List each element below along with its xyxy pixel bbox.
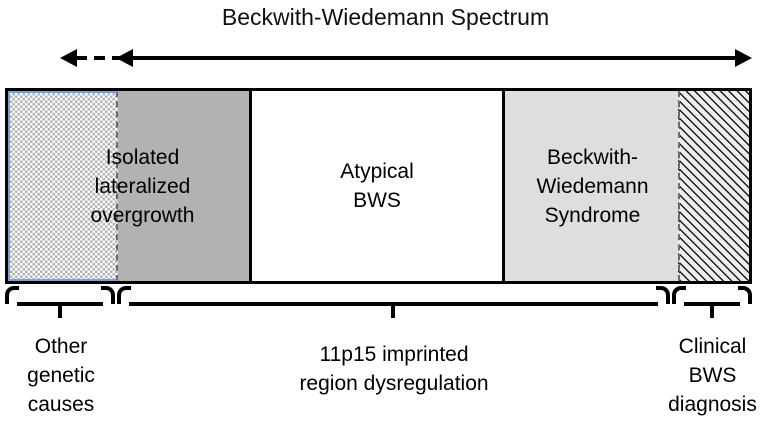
label-line-1: Other <box>34 335 88 358</box>
spectrum-bar: Isolated lateralized overgrowth Atypical… <box>5 88 752 284</box>
segment-label-isolated-lateralized-overgrowth: Isolated lateralized overgrowth <box>8 143 249 230</box>
segment-label-line-2: lateralized <box>94 174 191 198</box>
segment-label-line-1: Atypical <box>340 160 414 183</box>
label-line-3: diagnosis <box>668 393 757 416</box>
brace-left-corner <box>5 286 19 304</box>
segment-label-line-1: Beckwith- <box>546 145 639 169</box>
label-line-2: region dysregulation <box>299 372 489 395</box>
brace-clinical-bws-diagnosis <box>672 284 752 318</box>
brace-right-corner <box>101 286 115 304</box>
label-clinical-bws-diagnosis: Clinical BWS diagnosis <box>654 332 771 419</box>
segment-label-line-3: overgrowth <box>90 203 195 227</box>
label-other-genetic-causes: Other genetic causes <box>0 332 122 419</box>
brace-left-corner <box>672 286 686 304</box>
segment-label-beckwith-wiedemann-syndrome: Beckwith- Wiedemann Syndrome <box>505 143 680 230</box>
arrow-head-left-dashed-icon <box>60 49 77 67</box>
label-line-3: causes <box>27 393 95 416</box>
label-line-1: Clinical <box>678 335 747 358</box>
arrow-head-right-icon <box>735 49 752 67</box>
label-line-2: genetic <box>27 364 95 387</box>
segment-isolated-lateralized-overgrowth[interactable]: Isolated lateralized overgrowth <box>8 91 252 281</box>
brace-other-genetic-causes <box>5 284 115 318</box>
segment-beckwith-wiedemann-syndrome[interactable]: Beckwith- Wiedemann Syndrome <box>505 91 680 281</box>
segment-label-line-2: BWS <box>353 189 401 212</box>
brace-right-corner <box>656 286 670 304</box>
hatched-overlay-clinical-bws-diagnosis <box>678 91 749 281</box>
brace-11p15-imprinted-region-dysregulation <box>117 284 670 318</box>
label-line-2: BWS <box>688 364 737 387</box>
label-line-1: 11p15 imprinted <box>319 343 469 366</box>
segment-label-line-3: Syndrome <box>544 203 641 227</box>
arrow-shaft-solid <box>118 56 740 60</box>
segment-label-atypical-bws: Atypical BWS <box>340 157 414 215</box>
spectrum-range-arrow <box>0 44 771 70</box>
checkered-overlay-other-genetic-causes <box>8 91 118 281</box>
segment-label-line-2: Wiedemann <box>536 174 649 198</box>
brace-stem <box>710 304 714 318</box>
brace-group <box>0 284 771 318</box>
arrow-shaft-dashed <box>76 56 122 60</box>
segment-label-line-1: Isolated <box>105 145 180 169</box>
label-11p15-imprinted-region-dysregulation: 11p15 imprinted region dysregulation <box>196 340 592 398</box>
brace-left-corner <box>117 286 131 304</box>
diagram-title: Beckwith-Wiedemann Spectrum <box>221 4 550 30</box>
brace-stem <box>58 304 62 318</box>
brace-right-corner <box>738 286 752 304</box>
segment-atypical-bws[interactable]: Atypical BWS <box>252 91 505 281</box>
brace-stem <box>391 304 395 318</box>
